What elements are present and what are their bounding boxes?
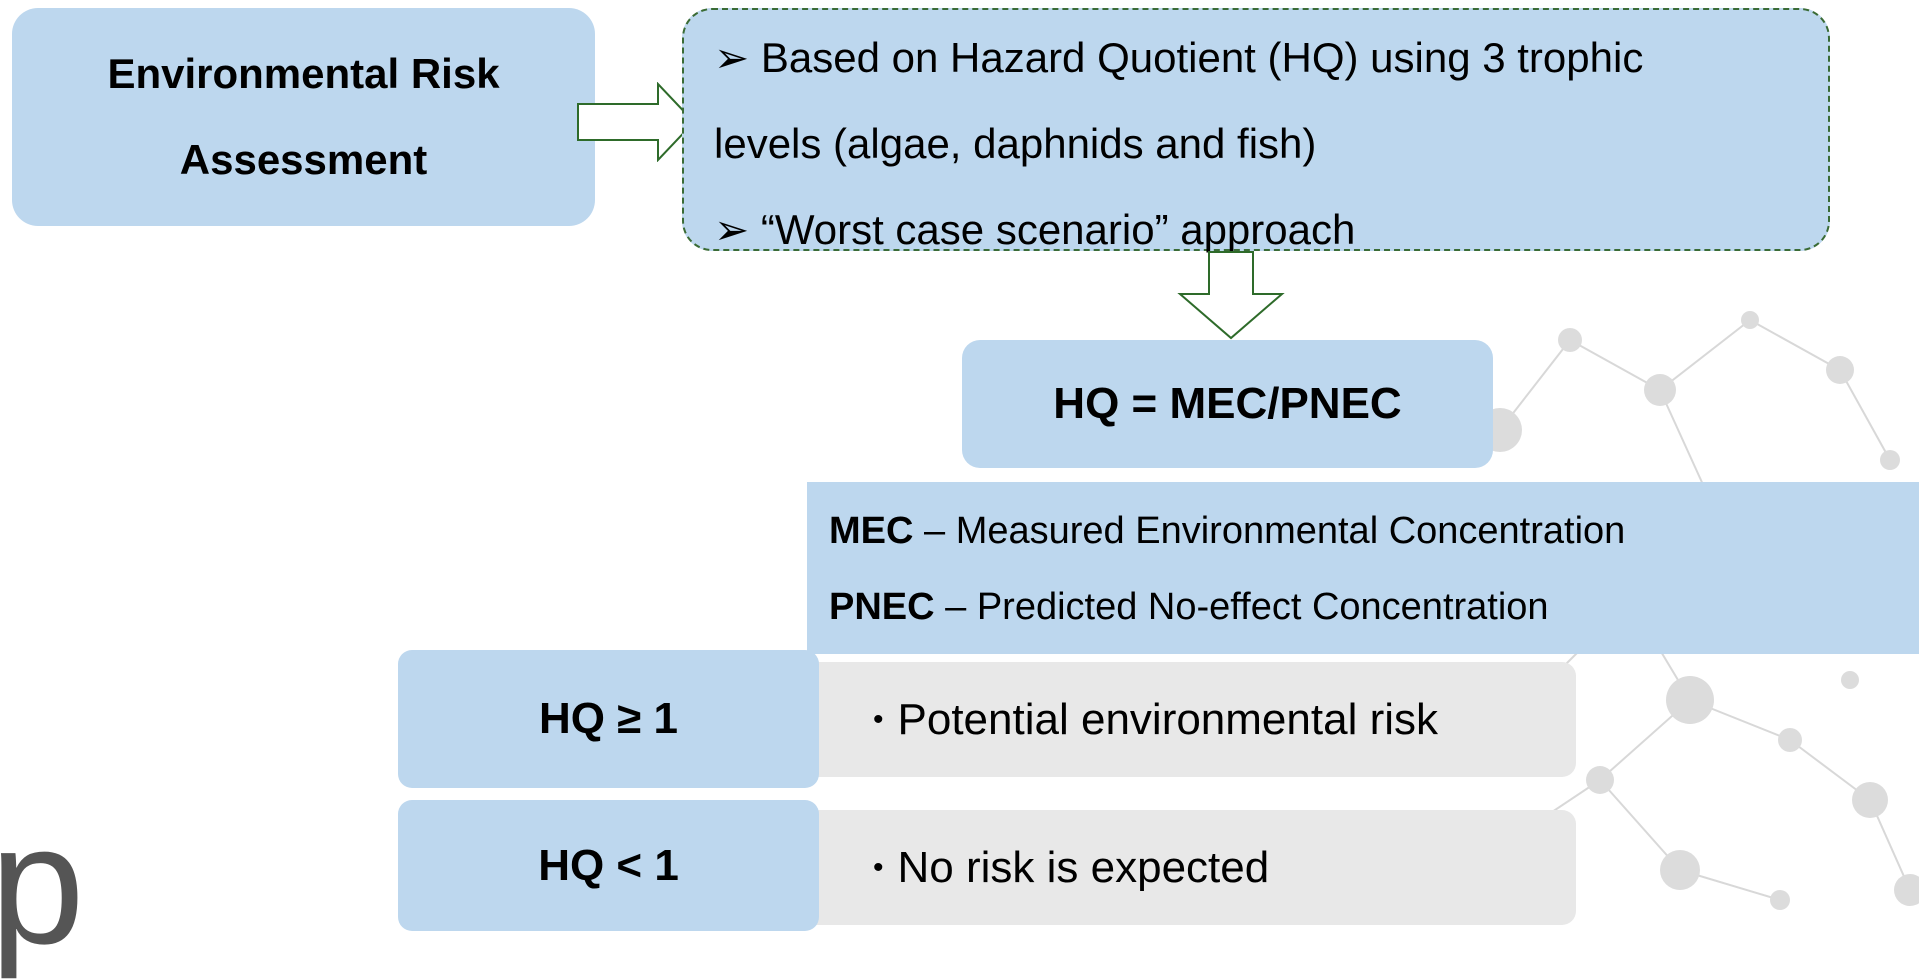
definition-pnec: PNEC – Predicted No-effect Concentration <box>829 586 1549 629</box>
condition-label-hq-ge-1: HQ ≥ 1 <box>398 650 819 788</box>
hq-basis-box: ➢ Based on Hazard Quotient (HQ) using 3 … <box>682 8 1830 253</box>
basis-bullet-2: ➢ “Worst case scenario” approach <box>714 188 1355 272</box>
definition-term: PNEC <box>829 586 935 628</box>
basis-text-3: “Worst case scenario” approach <box>760 206 1356 253</box>
condition-label-text: HQ ≥ 1 <box>538 694 679 743</box>
definition-separator: – <box>913 510 956 552</box>
basis-text-1: Based on Hazard Quotient (HQ) using 3 tr… <box>760 34 1644 81</box>
basis-bullet-1: ➢ Based on Hazard Quotient (HQ) using 3 … <box>714 16 1643 100</box>
bullet-icon: • <box>873 850 884 884</box>
arrowhead-bullet-icon: ➢ <box>714 206 750 253</box>
condition-label-text: HQ < 1 <box>538 840 679 890</box>
condition-result-no-risk: • No risk is expected <box>813 810 1576 925</box>
definition-term: MEC <box>829 510 914 552</box>
arrow-right-icon <box>577 82 696 162</box>
era-title-line2: Assessment <box>179 136 428 183</box>
logo-fragment: p <box>0 790 85 980</box>
bullet-icon: • <box>873 702 884 736</box>
hq-formula: HQ = MEC/PNEC <box>1053 379 1402 428</box>
definition-mec: MEC – Measured Environmental Concentrati… <box>829 510 1625 553</box>
environmental-risk-assessment-box: Environmental Risk Assessment <box>12 8 595 226</box>
definition-separator: – <box>934 586 977 628</box>
hq-formula-box: HQ = MEC/PNEC <box>962 340 1493 468</box>
condition-result-text: No risk is expected <box>897 842 1270 892</box>
condition-result-text: Potential environmental risk <box>897 694 1438 744</box>
arrow-down-icon <box>1177 251 1285 340</box>
basis-text-2: levels (algae, daphnids and fish) <box>714 120 1317 167</box>
definition-desc: Measured Environmental Concentration <box>955 510 1626 552</box>
arrowhead-bullet-icon: ➢ <box>714 34 750 81</box>
era-title-line1: Environmental Risk <box>107 50 500 97</box>
definition-desc: Predicted No-effect Concentration <box>976 586 1549 628</box>
condition-label-hq-lt-1: HQ < 1 <box>398 800 819 931</box>
basis-continuation: levels (algae, daphnids and fish) <box>714 102 1316 186</box>
definitions-box: MEC – Measured Environmental Concentrati… <box>807 482 1919 654</box>
condition-result-risk: • Potential environmental risk <box>813 662 1576 777</box>
